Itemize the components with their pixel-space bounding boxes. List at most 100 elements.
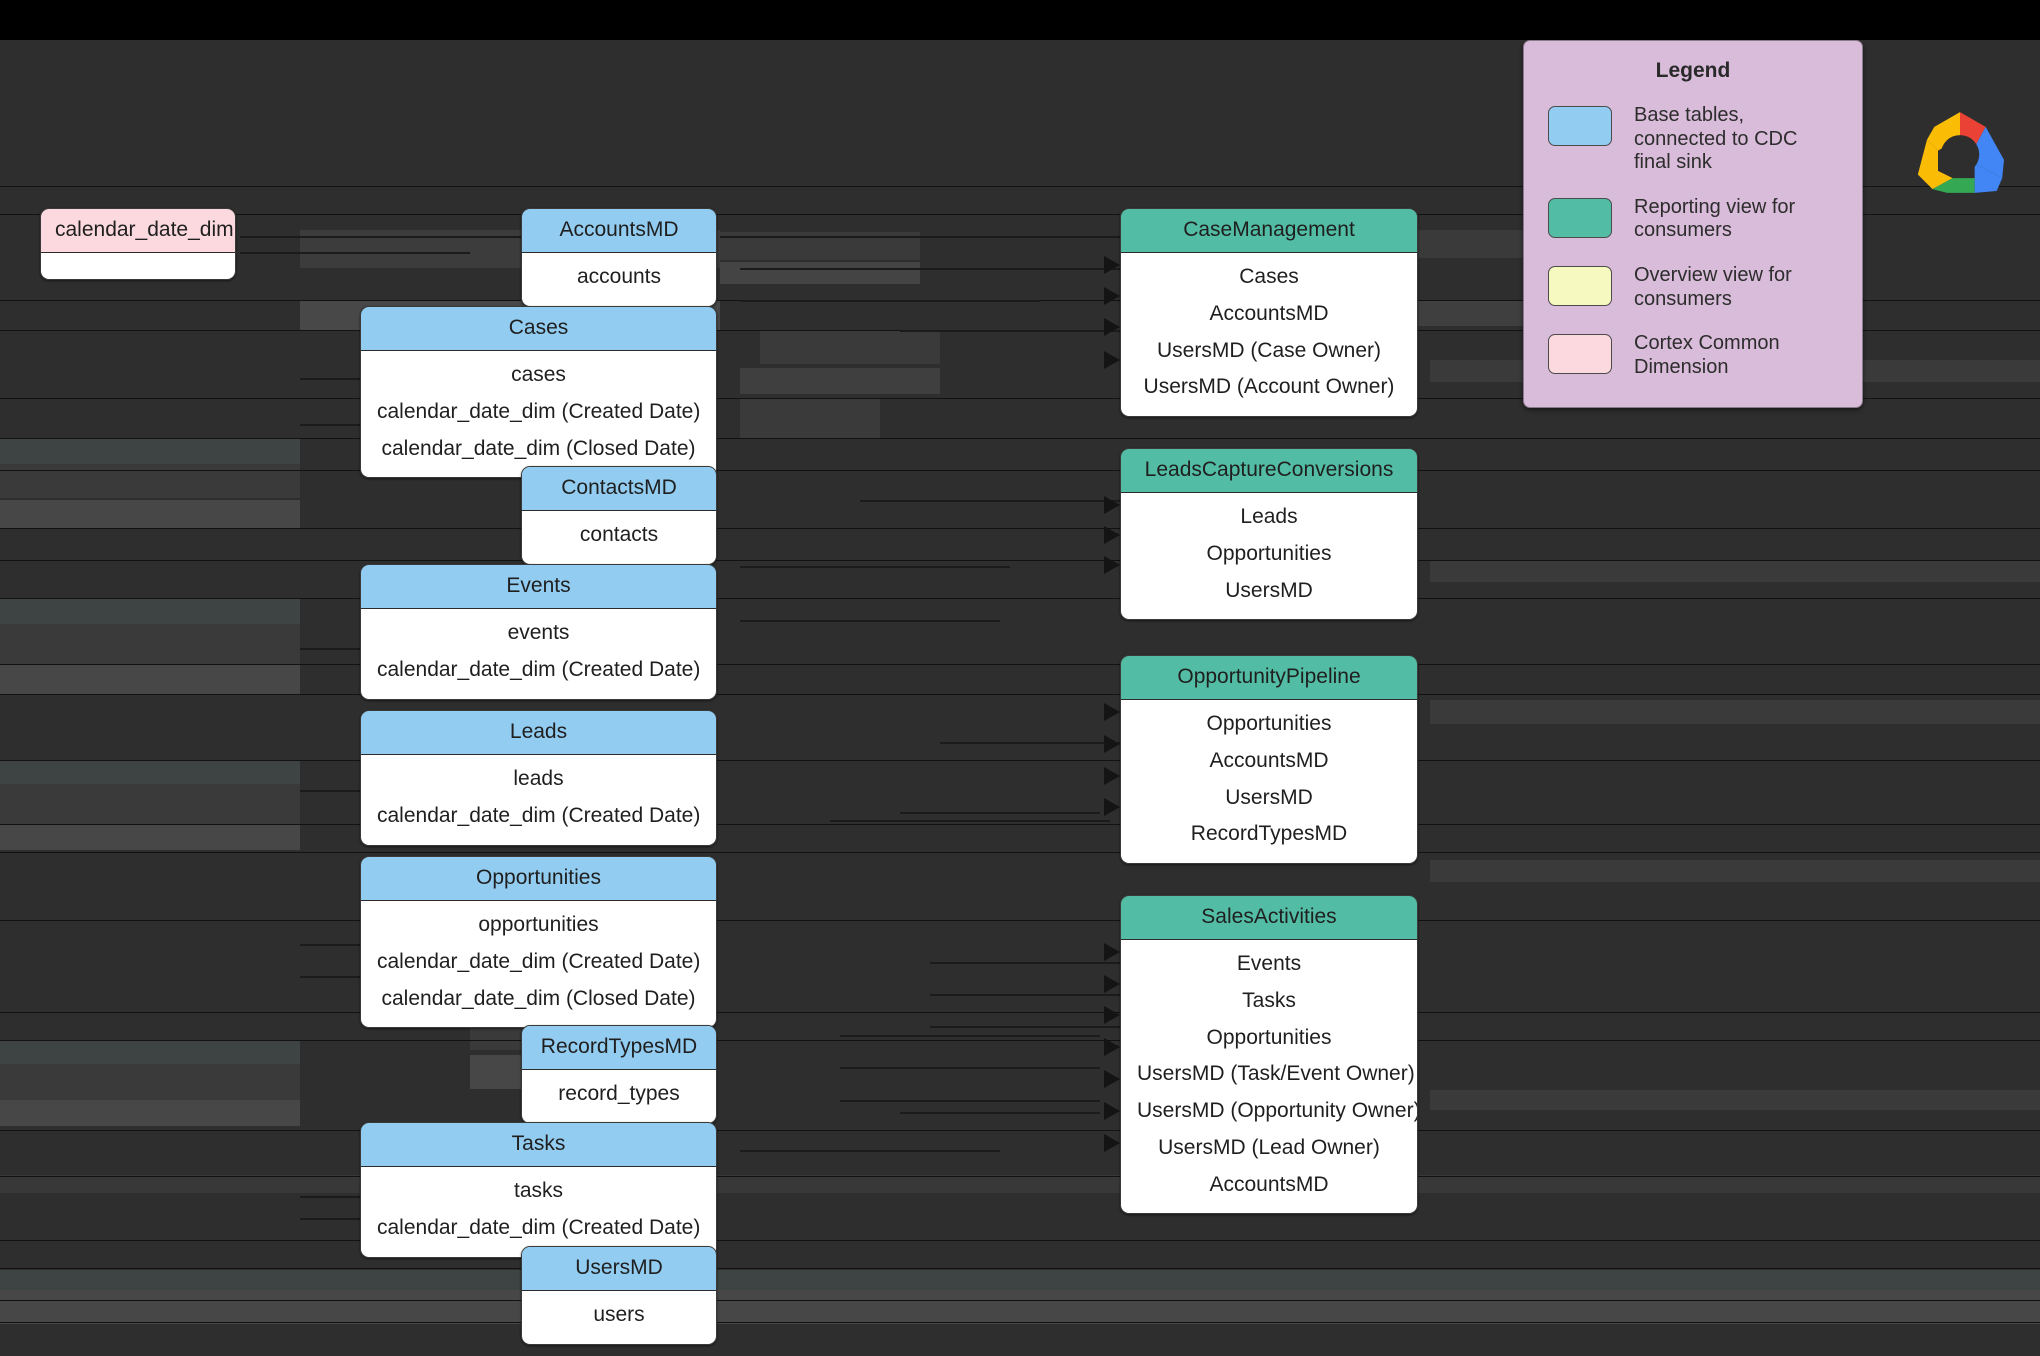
entity-row: calendar_date_dim (Created Date) xyxy=(377,949,701,973)
entity-node-contacts_md[interactable]: ContactsMD contacts xyxy=(521,466,717,565)
entity-row: calendar_date_dim (Created Date) xyxy=(377,657,701,681)
legend-swatch-dim xyxy=(1548,334,1612,375)
entity-body: cases calendar_date_dim (Created Date) cal… xyxy=(361,351,716,478)
entity-body: contacts xyxy=(522,511,716,564)
entity-row: calendar_date_dim (Closed Date) xyxy=(381,986,696,1010)
entity-body: users xyxy=(522,1291,716,1344)
entity-row: Events xyxy=(1236,952,1302,975)
entity-row: contacts xyxy=(579,523,659,546)
entity-row: AccountsMD xyxy=(1209,301,1329,325)
entity-row: calendar_date_dim (Created Date) xyxy=(377,1215,701,1239)
connector-arrow xyxy=(1104,1070,1120,1088)
entity-body: opportunities calendar_date_dim (Created … xyxy=(361,901,716,1028)
entity-row: leads xyxy=(513,767,564,790)
legend-item-1: Reporting view for consumers xyxy=(1548,196,1862,243)
connector-arrow xyxy=(1104,943,1120,961)
entity-node-record_types_md[interactable]: RecordTypesMD record_types xyxy=(521,1025,717,1124)
entity-row: AccountsMD xyxy=(1209,1172,1329,1196)
entity-title: Tasks xyxy=(361,1123,716,1167)
entity-row: Tasks xyxy=(1242,988,1296,1012)
entity-row: AccountsMD xyxy=(1209,748,1329,772)
legend-swatch-base xyxy=(1548,106,1612,146)
entity-body: leads calendar_date_dim (Created Date) xyxy=(361,755,716,845)
legend-swatch-report xyxy=(1548,197,1612,238)
entity-node-tasks[interactable]: Tasks tasks calendar_date_dim (Created Dat… xyxy=(360,1122,717,1258)
legend-item-3: Cortex Common Dimension xyxy=(1548,332,1862,379)
entity-title: UsersMD xyxy=(522,1247,716,1291)
entity-row: UsersMD (Account Owner) xyxy=(1143,375,1395,399)
entity-body: accounts xyxy=(522,253,716,306)
legend-label: Cortex Common Dimension xyxy=(1634,332,1780,378)
connector-arrow xyxy=(1104,556,1120,574)
entity-title: calendar_date_dim xyxy=(41,209,235,253)
connector-arrow xyxy=(1104,256,1120,274)
connector-arrow xyxy=(1104,496,1120,514)
entity-row: opportunities xyxy=(478,913,599,936)
entity-node-events[interactable]: Events events calendar_date_dim (Created D… xyxy=(360,564,717,700)
entity-row: users xyxy=(593,1303,645,1326)
legend-title: Legend xyxy=(1655,59,1731,82)
entity-node-cases[interactable]: Cases cases calendar_date_dim (Created Dat… xyxy=(360,306,717,479)
entity-row: calendar_date_dim (Closed Date) xyxy=(381,436,696,460)
entity-row: UsersMD (Opportunity Owner) xyxy=(1137,1099,1418,1123)
entity-node-leads[interactable]: Leads leads calendar_date_dim (Created Dat… xyxy=(360,710,717,846)
connector-arrow xyxy=(1104,1006,1120,1024)
entity-title: AccountsMD xyxy=(522,209,716,253)
connector-arrow xyxy=(1104,798,1120,816)
legend-panel: Legend Base tables, connected to CDC fin… xyxy=(1523,40,1863,408)
entity-row: Leads xyxy=(1240,505,1298,528)
entity-node-opportunities[interactable]: Opportunities opportunities calendar_date_… xyxy=(360,856,717,1029)
connector-arrow xyxy=(1104,767,1120,785)
entity-body: events calendar_date_dim (Created Date) xyxy=(361,609,716,699)
entity-row: tasks xyxy=(513,1179,563,1202)
entity-row: UsersMD (Task/Event Owner) xyxy=(1137,1062,1415,1086)
entity-row: UsersMD xyxy=(1225,785,1313,809)
legend-rows: Base tables, connected to CDC final sink… xyxy=(1524,104,1862,379)
entity-body-empty xyxy=(41,253,235,279)
entity-row: Opportunities xyxy=(1206,1025,1332,1049)
entity-row: UsersMD xyxy=(1225,578,1313,602)
entity-body: tasks calendar_date_dim (Created Date) xyxy=(361,1167,716,1257)
connector-arrow xyxy=(1104,318,1120,336)
entity-row: cases xyxy=(511,363,566,386)
legend-label: Overview view for consumers xyxy=(1634,263,1792,310)
connector-arrow xyxy=(1104,1102,1120,1120)
google-cloud-logo xyxy=(1917,112,2004,193)
entity-title: Leads xyxy=(361,711,716,755)
legend-swatch-overview xyxy=(1548,265,1612,306)
entity-body: record_types xyxy=(522,1070,716,1123)
entity-node-users_md[interactable]: UsersMD users xyxy=(521,1246,717,1345)
entity-title: OpportunityPipeline xyxy=(1121,656,1417,700)
legend-label: Base tables, connected to CDC final sink xyxy=(1634,104,1798,174)
entity-row: Opportunities xyxy=(1206,541,1332,565)
connector-arrow xyxy=(1104,526,1120,544)
entity-title: Cases xyxy=(361,307,716,351)
connector-arrow xyxy=(1104,287,1120,305)
entity-title: Opportunities xyxy=(361,857,716,901)
entity-title: SalesActivities xyxy=(1121,896,1417,940)
entity-title: RecordTypesMD xyxy=(522,1026,716,1070)
entity-row: record_types xyxy=(558,1082,680,1105)
entity-node-calendar_date_dim[interactable]: calendar_date_dim xyxy=(40,208,236,280)
entity-row: RecordTypesMD xyxy=(1190,822,1348,846)
entity-row: calendar_date_dim (Created Date) xyxy=(377,399,701,423)
connector-arrow xyxy=(1104,1038,1120,1056)
connector-arrow xyxy=(1104,351,1120,369)
entity-title: ContactsMD xyxy=(522,467,716,511)
entity-title: Events xyxy=(361,565,716,609)
legend-item-0: Base tables, connected to CDC final sink xyxy=(1548,104,1862,175)
entity-row: events xyxy=(507,621,570,644)
entity-row: calendar_date_dim (Created Date) xyxy=(377,803,701,827)
connector-arrow xyxy=(1104,975,1120,993)
entity-title: LeadsCaptureConversions xyxy=(1121,449,1417,493)
connector-arrow xyxy=(1104,703,1120,721)
